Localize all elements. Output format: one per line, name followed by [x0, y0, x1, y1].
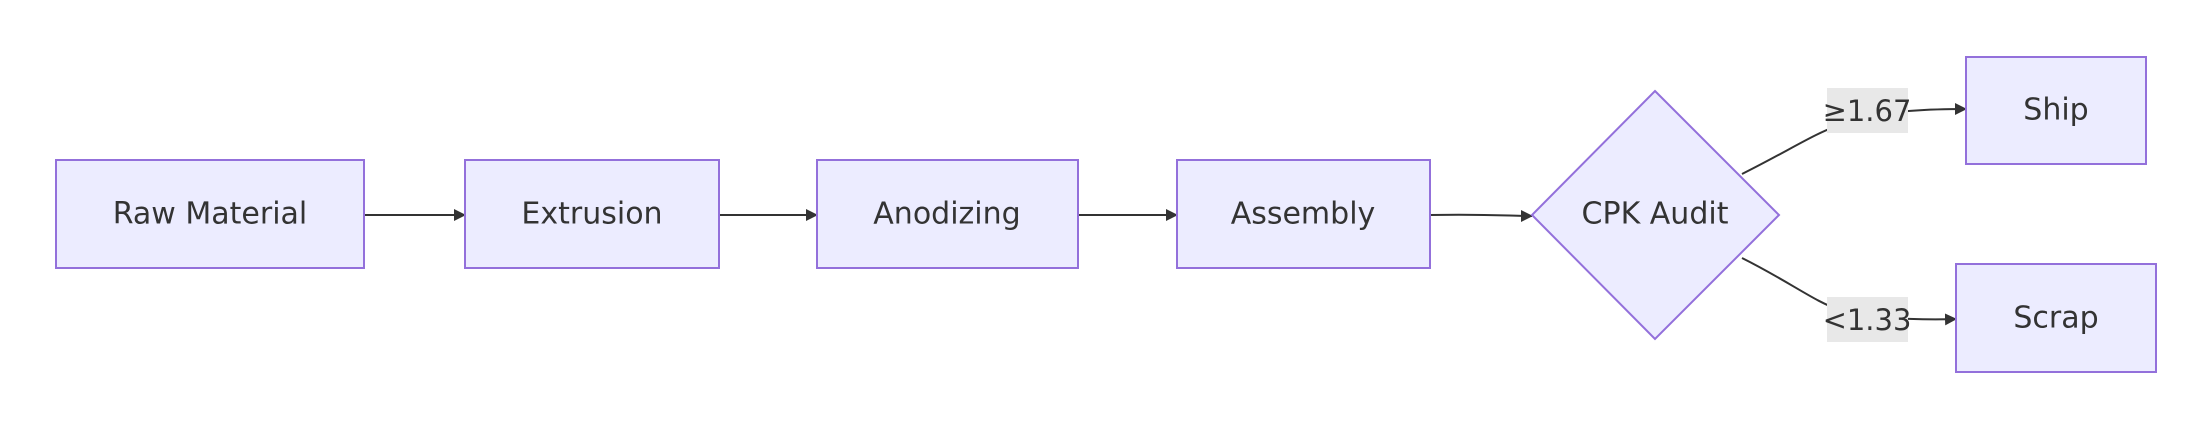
node-anodizing[interactable]: Anodizing: [816, 159, 1079, 269]
node-label: Ship: [2023, 93, 2088, 128]
node-box: [464, 159, 720, 269]
node-raw-material[interactable]: Raw Material: [55, 159, 365, 269]
node-box: [1176, 159, 1431, 269]
node-ship[interactable]: Ship: [1965, 56, 2147, 165]
edge-assembly-to-cpk-audit: [1429, 209, 1533, 222]
edge-label-ship-condition: ≥1.67: [1823, 88, 1912, 133]
edge-label-background: [1827, 297, 1908, 342]
node-label: Raw Material: [113, 197, 308, 232]
edge-label-scrap-condition: <1.33: [1823, 297, 1912, 342]
node-box: [816, 159, 1079, 269]
node-assembly[interactable]: Assembly: [1176, 159, 1431, 269]
edge-label-text: ≥1.67: [1823, 94, 1912, 128]
node-scrap[interactable]: Scrap: [1955, 263, 2157, 373]
node-box: [55, 159, 365, 269]
node-label: Scrap: [2013, 301, 2098, 336]
edge-label-text: <1.33: [1823, 303, 1912, 337]
node-extrusion[interactable]: Extrusion: [464, 159, 720, 269]
node-box: [1955, 263, 2157, 373]
node-label: Assembly: [1231, 197, 1376, 232]
decision-diamond: [1530, 89, 1781, 341]
node-label: Anodizing: [873, 197, 1020, 232]
node-label: CPK Audit: [1582, 197, 1729, 232]
node-cpk-audit[interactable]: CPK Audit: [1530, 89, 1781, 341]
edge-label-background: [1827, 88, 1908, 133]
node-box: [1965, 56, 2147, 165]
node-label: Extrusion: [521, 197, 662, 232]
